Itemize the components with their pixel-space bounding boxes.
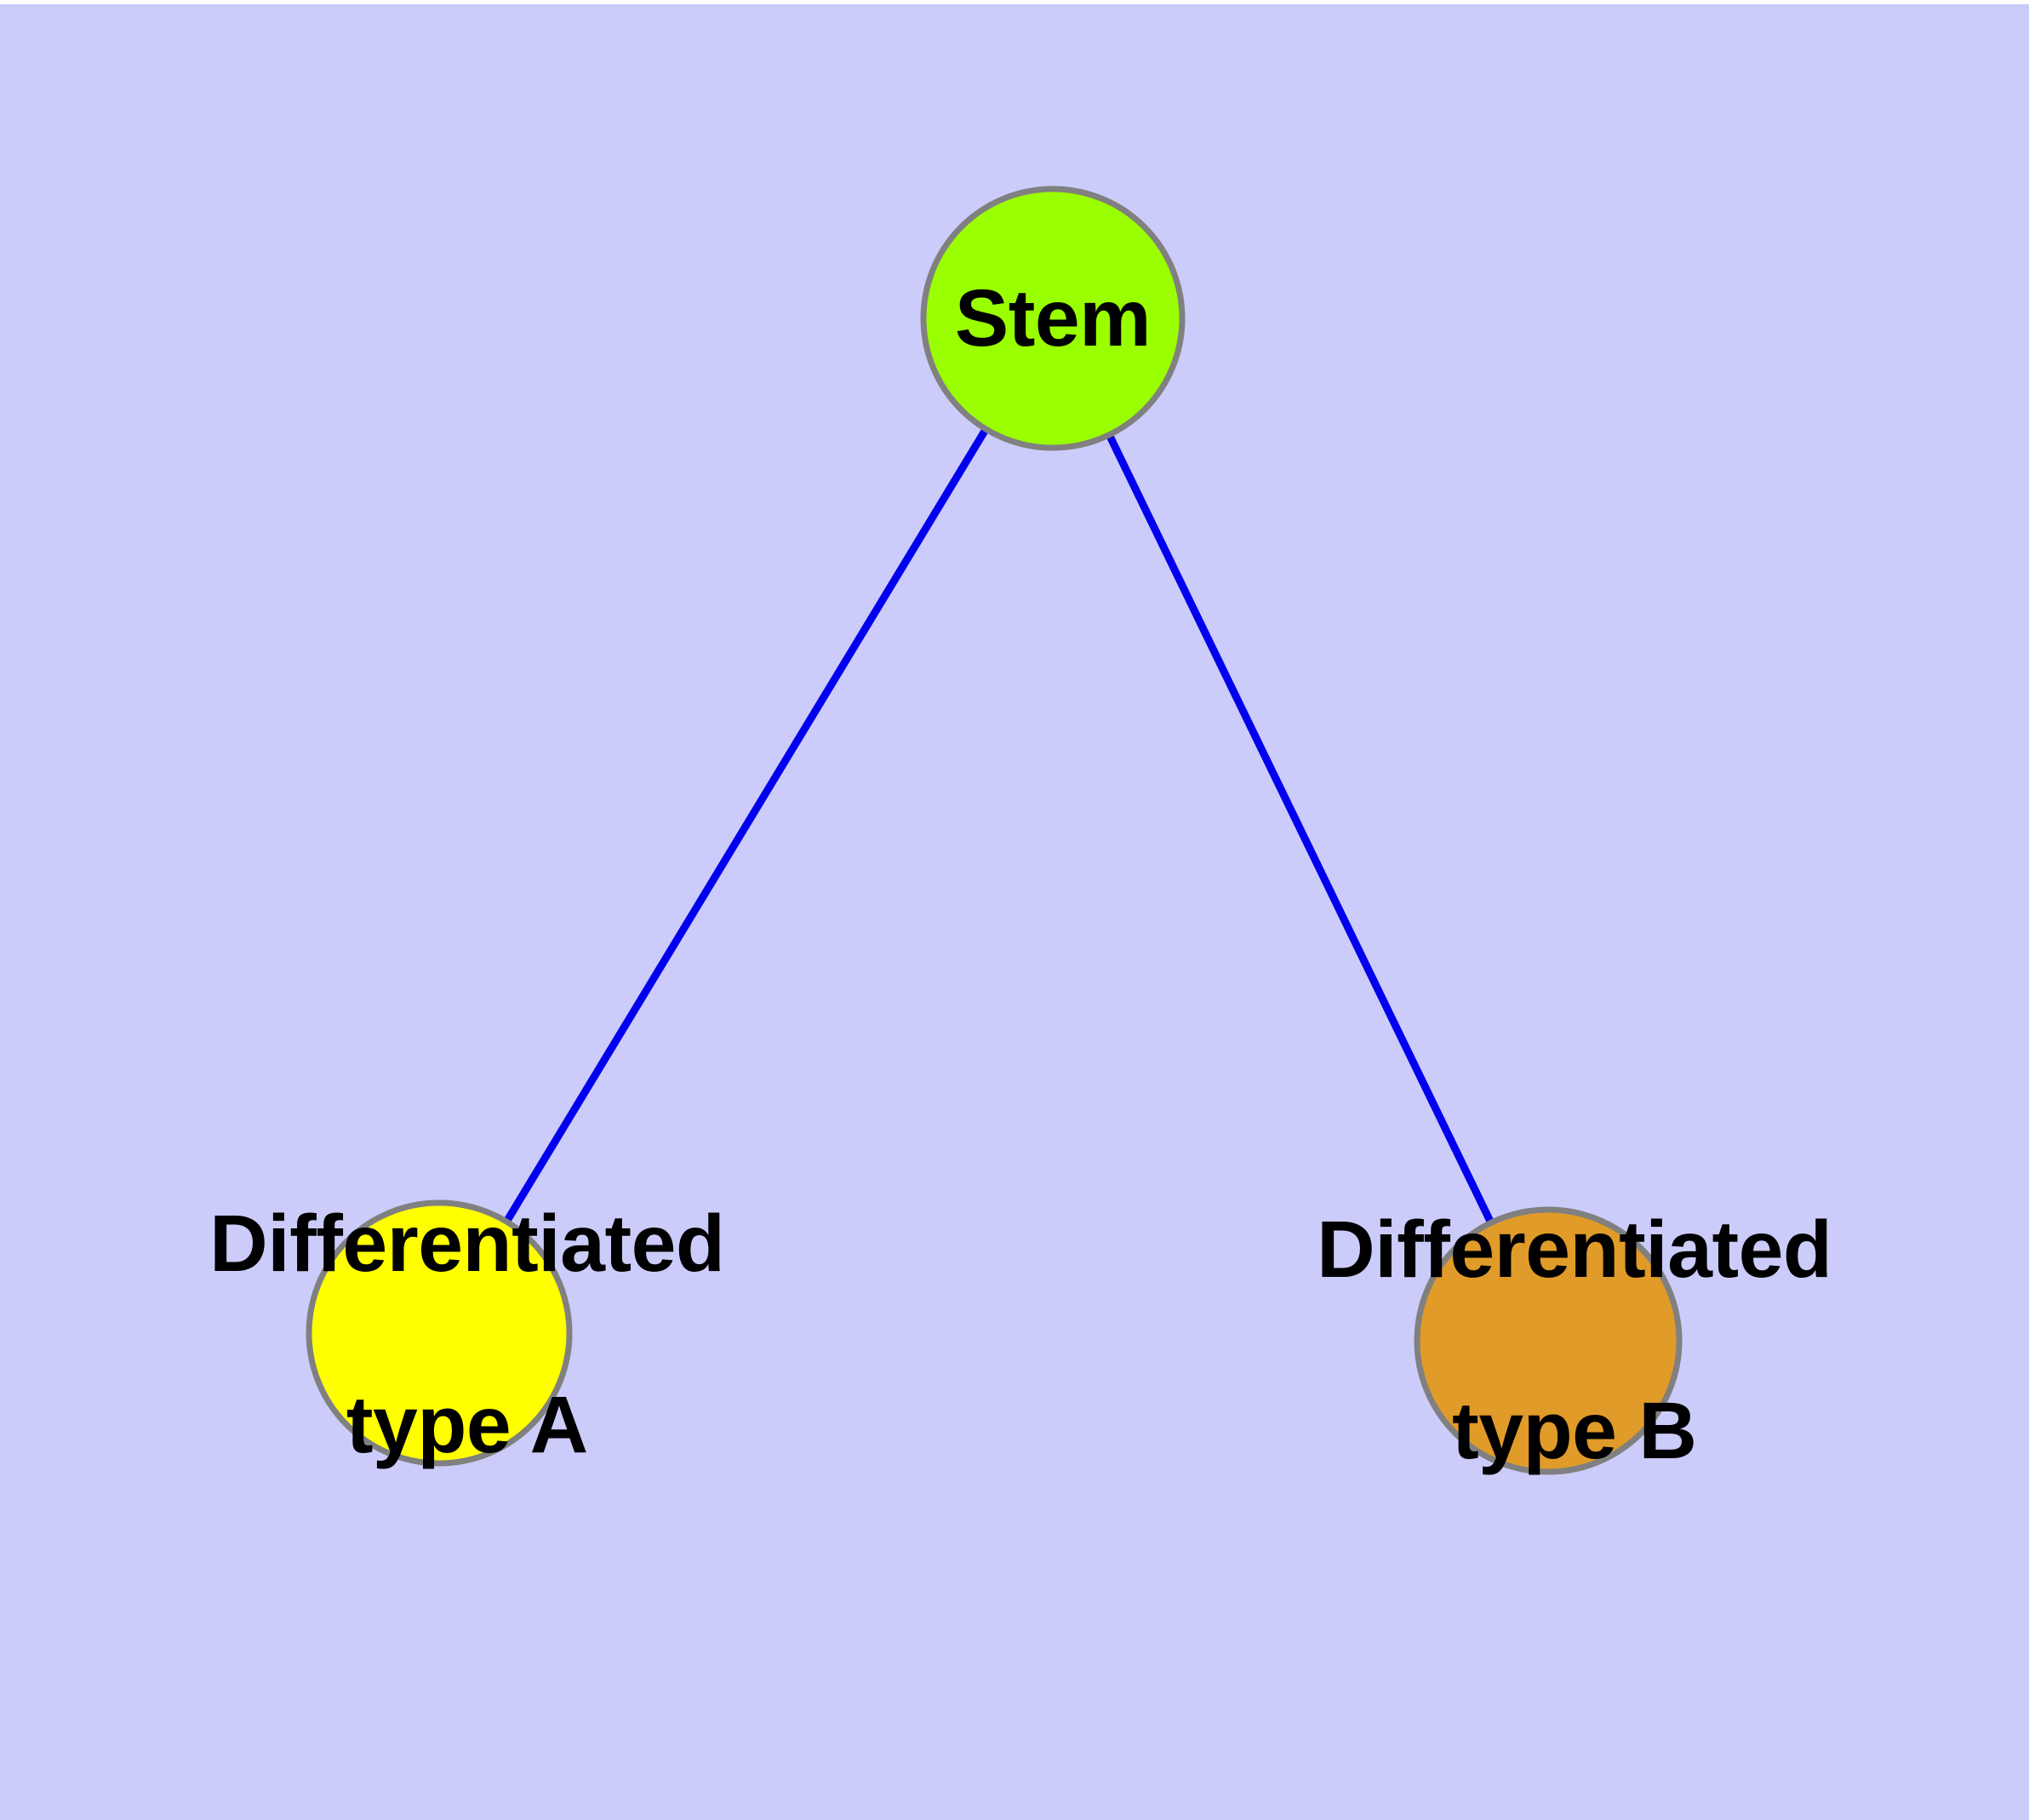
- node-label-differentiated-type-a: Differentiated type A: [122, 1108, 725, 1561]
- node-label-differentiated-type-b: Differentiated type B: [1229, 1114, 1832, 1567]
- node-label-a-line2: type A: [346, 1380, 588, 1471]
- node-differentiated-type-b[interactable]: [1414, 1206, 1683, 1475]
- node-layer: [306, 186, 1683, 1475]
- edge-stem-to-differentiated-a[interactable]: [436, 316, 1056, 1336]
- edge-stem-to-differentiated-b[interactable]: [1049, 317, 1552, 1342]
- node-differentiated-type-a[interactable]: [306, 1199, 573, 1467]
- node-label-a-line1: Differentiated: [209, 1199, 725, 1290]
- node-label-b-line2: type B: [1452, 1386, 1697, 1477]
- node-stem[interactable]: [920, 186, 1186, 451]
- node-label-stem: Stem: [954, 272, 1152, 363]
- node-label-b-line1: Differentiated: [1317, 1205, 1832, 1296]
- edge-layer: [436, 316, 1552, 1342]
